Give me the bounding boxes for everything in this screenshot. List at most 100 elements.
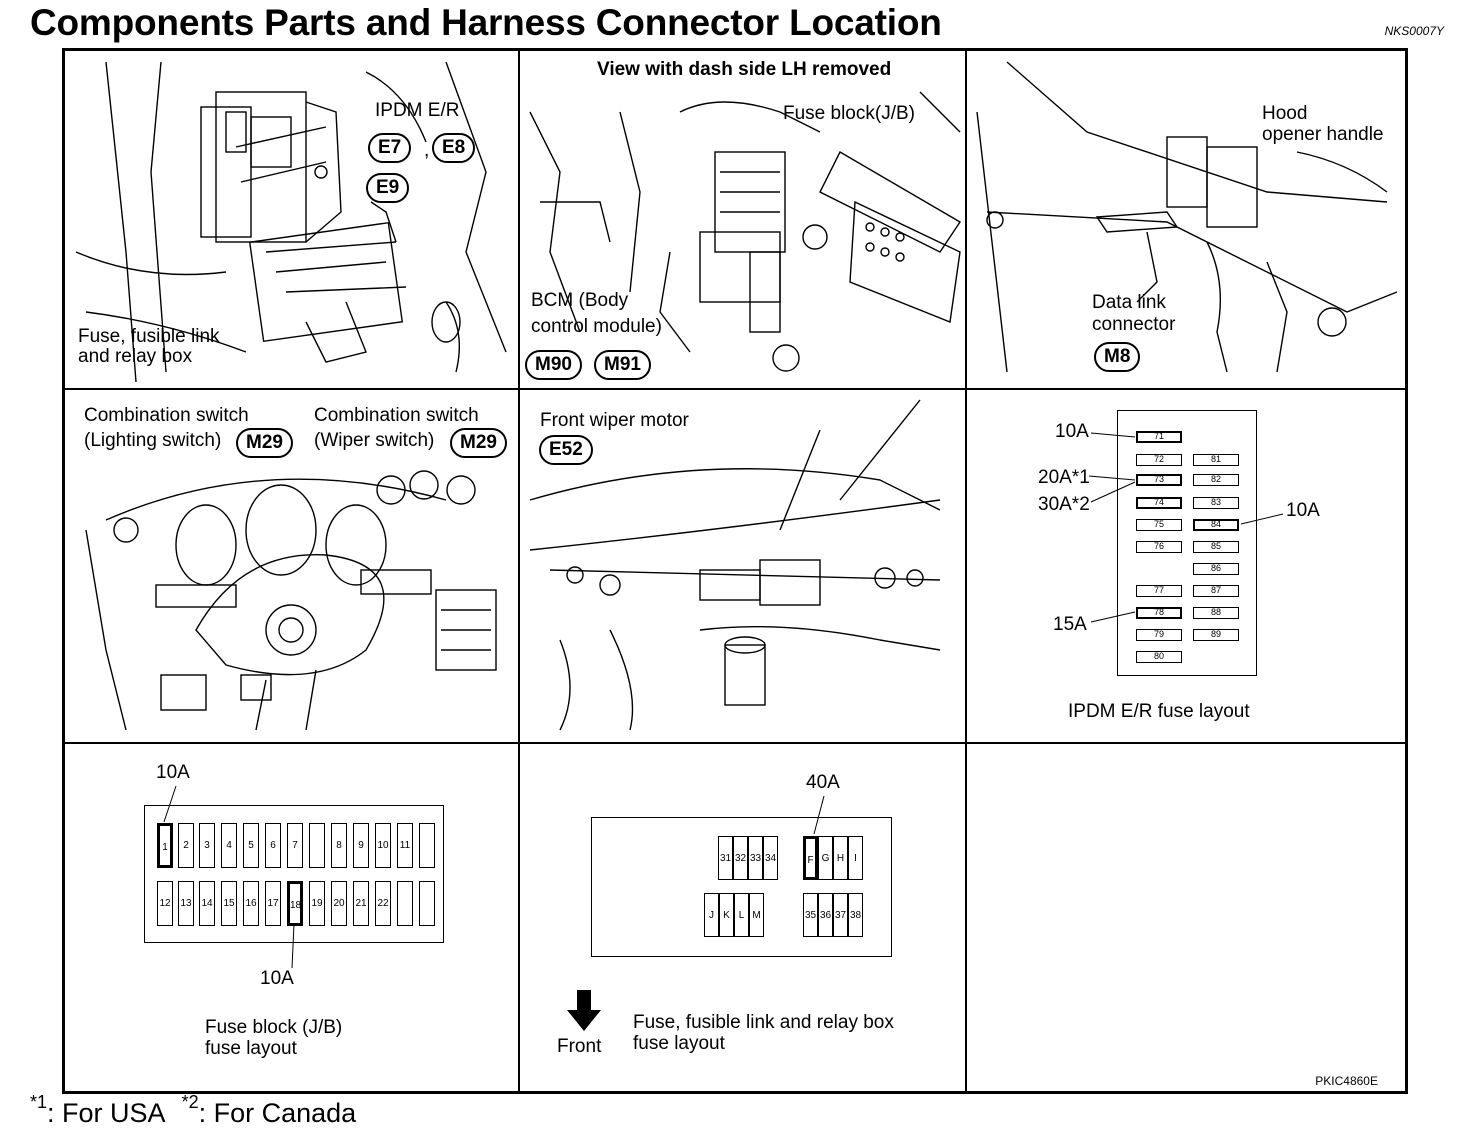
ipdm-fuse: 86 (1193, 563, 1239, 575)
figure-reference: PKIC4860E (1315, 1074, 1378, 1088)
jb-fuse (397, 881, 413, 926)
relay-box-label-line-2: and relay box (78, 346, 193, 367)
jb-fuse: 2 (178, 823, 194, 868)
relay-callout-40a: 40A (806, 772, 840, 793)
footnote-usa-mark: *1 (30, 1092, 48, 1112)
relay-fuse: M (749, 893, 764, 937)
ipdm-fuse: 83 (1193, 497, 1239, 509)
jb-fuse: 18 (287, 881, 303, 926)
grid-divider (965, 50, 967, 1092)
jb-callout-top: 10A (156, 762, 190, 783)
jb-fuse (419, 881, 435, 926)
front-label: Front (557, 1036, 602, 1057)
footnote: *1: For USA *2: For Canada (30, 1092, 357, 1129)
ipdm-fuse: 89 (1193, 629, 1239, 641)
ipdm-callout-10a-right: 10A (1286, 500, 1320, 521)
ipdm-fuse: 72 (1136, 454, 1182, 466)
jb-fuse: 17 (265, 881, 281, 926)
ipdm-label: IPDM E/R (375, 100, 460, 121)
connector-e52: E52 (539, 435, 593, 465)
relay-fuse: 31 (718, 836, 733, 880)
jb-fuse: 21 (353, 881, 369, 926)
relay-fuse: 34 (763, 836, 778, 880)
footnote-usa: : For USA (47, 1098, 165, 1128)
jb-fuse (419, 823, 435, 868)
relay-callout-leader (813, 795, 825, 835)
jb-fuse: 19 (309, 881, 325, 926)
ipdm-fuse-caption: IPDM E/R fuse layout (1068, 701, 1250, 722)
jb-fuse: 20 (331, 881, 347, 926)
ipdm-callout-leaders (1088, 432, 1284, 623)
jb-callout-leaders (163, 785, 295, 969)
dash-view-heading: View with dash side LH removed (597, 59, 892, 80)
relay-fuse: I (848, 836, 863, 880)
ipdm-callout-10a-top: 10A (1055, 421, 1089, 442)
connector-m29-wiper: M29 (450, 428, 507, 458)
relay-box-label-line-1: Fuse, fusible link (78, 326, 220, 347)
jb-fuse: 3 (199, 823, 215, 868)
hood-label-line-2: opener handle (1262, 124, 1384, 145)
ipdm-callout-20a: 20A*1 (1038, 467, 1090, 488)
connector-separator: , (424, 140, 430, 161)
ipdm-fuse: 77 (1136, 585, 1182, 597)
bcm-label-line-2: control module) (531, 316, 662, 337)
dlc-label-line-2: connector (1092, 314, 1176, 335)
connector-e9: E9 (366, 173, 410, 203)
connector-m91: M91 (594, 350, 651, 380)
jb-fuse: 11 (397, 823, 413, 868)
diagram-frame (62, 48, 1408, 1094)
page-title: Components Parts and Harness Connector L… (30, 2, 942, 43)
ipdm-fuse: 80 (1136, 651, 1182, 663)
ipdm-fuse: 73 (1136, 474, 1182, 486)
grid-divider (518, 50, 520, 1092)
switch-right-label-line-1: Combination switch (314, 405, 479, 426)
relay-fuse: G (818, 836, 833, 880)
jb-fuse: 10 (375, 823, 391, 868)
bcm-label-line-1: BCM (Body (531, 290, 629, 311)
jb-fuse: 13 (178, 881, 194, 926)
ipdm-callout-15a: 15A (1053, 614, 1087, 635)
jb-fuse: 7 (287, 823, 303, 868)
jb-fuse: 12 (157, 881, 173, 926)
jb-fuse: 8 (331, 823, 347, 868)
jb-fuse: 6 (265, 823, 281, 868)
dlc-label-line-1: Data link (1092, 292, 1166, 313)
jb-fuse: 4 (221, 823, 237, 868)
jb-fuse: 15 (221, 881, 237, 926)
wiper-motor-label: Front wiper motor (540, 410, 689, 431)
jb-fuse: 1 (157, 823, 173, 868)
relay-fuse: K (719, 893, 734, 937)
relay-caption-line-1: Fuse, fusible link and relay box (633, 1012, 894, 1033)
ipdm-fuse: 79 (1136, 629, 1182, 641)
relay-fuse: 33 (748, 836, 763, 880)
ipdm-fuse: 87 (1193, 585, 1239, 597)
jb-fuse-panel (144, 805, 444, 943)
document-code: NKS0007Y (1384, 24, 1444, 38)
jb-fuse (309, 823, 325, 868)
relay-fuse: 35 (803, 893, 818, 937)
jb-fuse: 16 (243, 881, 259, 926)
relay-fuse: 37 (833, 893, 848, 937)
jb-caption-line-2: fuse layout (205, 1038, 297, 1059)
jb-fuse: 5 (243, 823, 259, 868)
connector-m8: M8 (1094, 342, 1141, 372)
relay-fuse-panel (591, 817, 892, 957)
relay-fuse: H (833, 836, 848, 880)
wiper-motor-illustration (529, 399, 941, 731)
steering-column-illustration (85, 470, 497, 731)
jb-fuse: 9 (353, 823, 369, 868)
ipdm-fuse: 82 (1193, 474, 1239, 486)
footnote-canada-mark: *2 (181, 1092, 199, 1112)
grid-divider (64, 388, 1406, 390)
switch-right-label-line-2: (Wiper switch) (314, 430, 435, 451)
connector-e7: E7 (368, 133, 412, 163)
connector-m29-lighting: M29 (236, 428, 293, 458)
footnote-canada: : For Canada (198, 1098, 357, 1128)
relay-fuse: 38 (848, 893, 863, 937)
jb-fuse: 22 (375, 881, 391, 926)
hood-label-line-1: Hood (1262, 103, 1308, 124)
relay-fuse: 32 (733, 836, 748, 880)
ipdm-fuse: 84 (1193, 519, 1239, 531)
front-arrow-icon (567, 990, 601, 1031)
jb-caption-line-1: Fuse block (J/B) (205, 1017, 343, 1038)
